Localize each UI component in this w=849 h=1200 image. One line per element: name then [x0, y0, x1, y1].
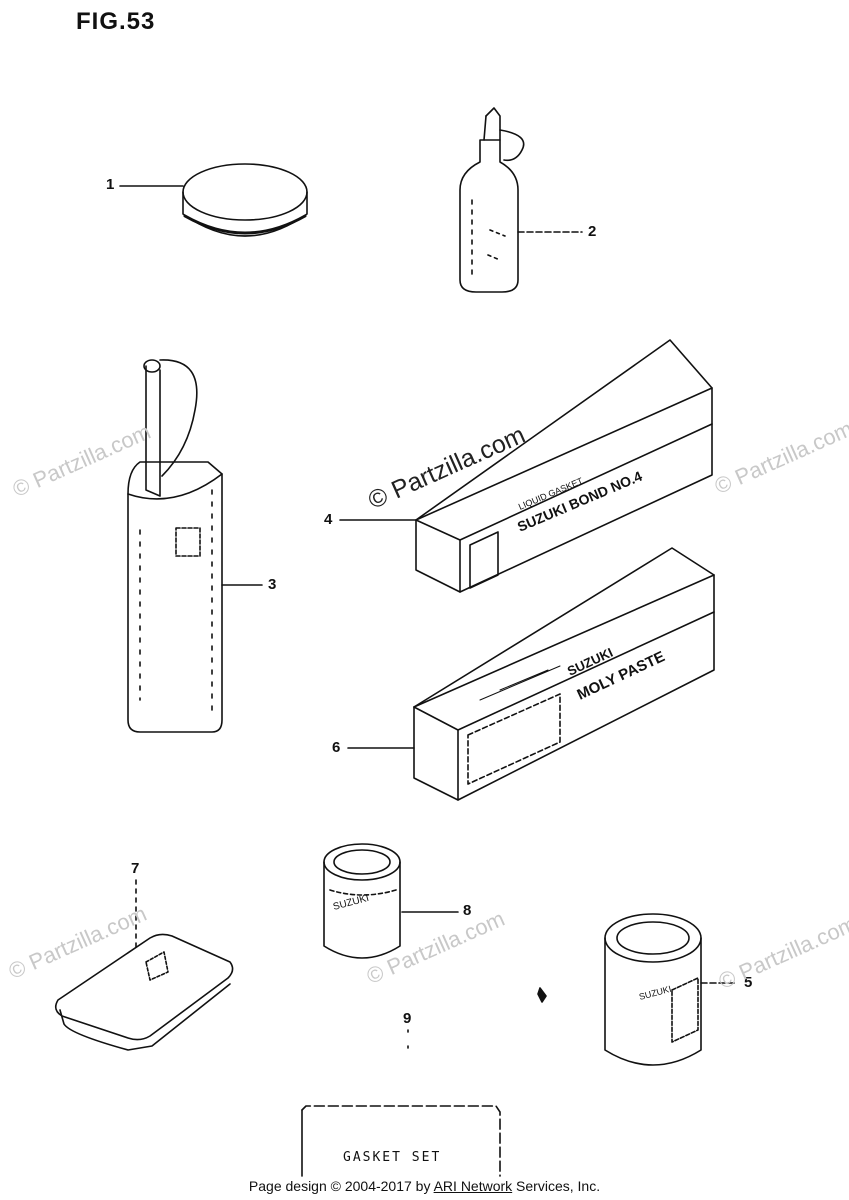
callout-1[interactable]: 1: [106, 176, 115, 193]
can8-brand-text: SUZUKI: [332, 893, 370, 913]
callout-6[interactable]: 6: [332, 739, 341, 756]
part-3-tall-can[interactable]: [127, 359, 263, 733]
gasket-set-label: GASKET SET: [343, 1150, 442, 1165]
callout-4[interactable]: 4: [324, 511, 333, 528]
part-5-can[interactable]: [604, 913, 737, 1066]
callout-7[interactable]: 7: [131, 860, 140, 877]
footer-copyright: Page design © 2004-2017 by ARI Network S…: [0, 1178, 849, 1194]
part-9-marker: [407, 987, 547, 1059]
callout-2[interactable]: 2: [588, 223, 597, 240]
part-7-gasket-pack[interactable]: [54, 879, 234, 1051]
gasket-set-box: [301, 1105, 501, 1177]
part-1-grease-tin[interactable]: [119, 163, 308, 237]
part-4-bond-box[interactable]: [339, 339, 713, 593]
figure-title: FIG.53: [76, 8, 156, 35]
footer-prefix: Page design © 2004-2017 by: [248, 1178, 434, 1194]
part-6-moly-box[interactable]: [347, 547, 715, 801]
can5-brand-text: SUZUKI: [638, 984, 672, 1002]
part-2-oil-bottle[interactable]: [459, 107, 583, 293]
callout-8[interactable]: 8: [463, 902, 472, 919]
callout-3[interactable]: 3: [268, 576, 277, 593]
part-8-small-can[interactable]: [323, 843, 459, 959]
footer-suffix: Services, Inc.: [512, 1178, 601, 1194]
callout-9[interactable]: 9: [403, 1010, 412, 1027]
callout-5[interactable]: 5: [744, 974, 753, 991]
footer-link-ari-network[interactable]: ARI Network: [433, 1178, 513, 1194]
